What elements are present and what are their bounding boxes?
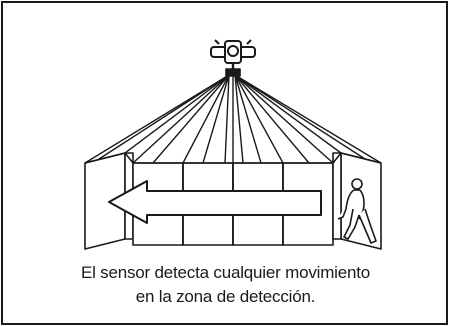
caption-line-1: El sensor detecta cualquier movimiento <box>80 263 371 282</box>
left-arrow-icon <box>108 180 322 224</box>
caption-line-2: en la zona de detección. <box>135 287 316 306</box>
detection-beams <box>84 74 382 164</box>
walking-person-icon <box>337 178 377 244</box>
caption: El sensor detecta cualquier movimiento e… <box>3 261 448 309</box>
panel-6 <box>332 152 342 240</box>
motion-sensor-icon <box>210 39 256 77</box>
detection-zone-diagram <box>84 39 382 250</box>
